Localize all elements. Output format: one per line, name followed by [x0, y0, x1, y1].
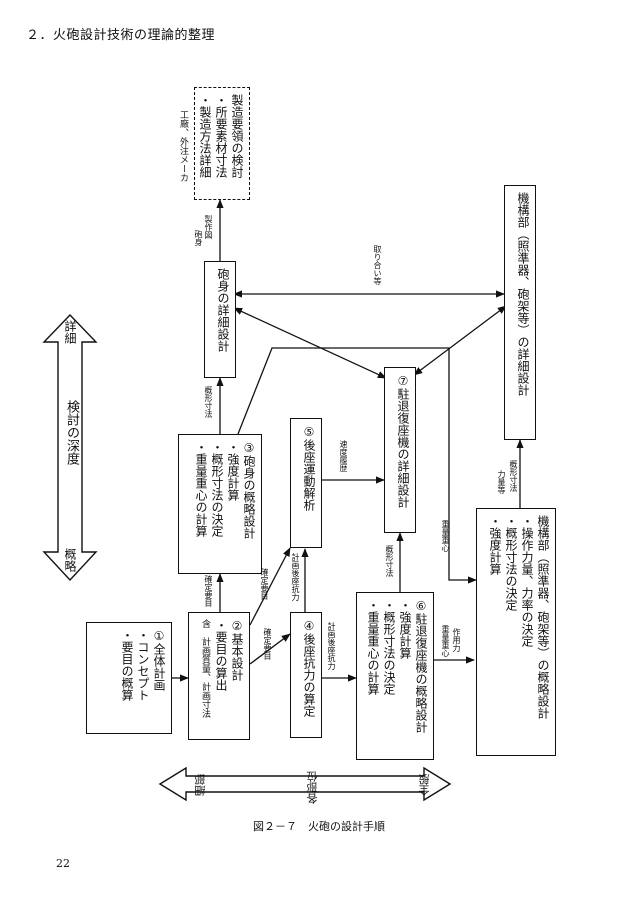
- box-overall-item1: ・コンセプト: [136, 629, 150, 701]
- box-manufacture-item1: ・所要素材寸法: [214, 94, 228, 178]
- label-juryo-2: 重量重心: [441, 625, 450, 657]
- box-barrel-outline-item2: ・概形寸法の決定: [210, 441, 224, 537]
- box-recoil-outline: ⑥駐退復座機の概略設計 ・強度計算 ・概形寸法の決定 ・重量重心の計算: [356, 592, 434, 760]
- label-kakutei-1: 確定要目: [204, 575, 213, 607]
- box-barrel-detail-title: 砲身の詳細設計: [216, 268, 230, 352]
- box-recoil-motion-title: ⑤後座運動解析: [302, 425, 316, 511]
- label-gaikei-1: 概形寸法: [204, 386, 213, 418]
- box-mech-outline-item3: ・強度計算: [488, 515, 502, 575]
- label-keikaku-kouza-1: 計画後座抗力: [291, 553, 300, 601]
- box-manufacture-title: 製造要領の検討: [230, 94, 244, 178]
- label-rikiryo: 力量等: [497, 470, 506, 494]
- box-recoil-outline-item2: ・概形寸法の決定: [382, 599, 396, 695]
- box-recoil-detail-title: ⑦駐退復座機の詳細設計: [396, 374, 410, 508]
- box-recoil-detail: ⑦駐退復座機の詳細設計: [384, 367, 416, 533]
- box-barrel-outline-item3: ・重量重心の計算: [194, 441, 208, 537]
- arrow-recoil-mech-detail: [413, 305, 507, 376]
- scope-axis-labels: 細部 各部位 全般: [175, 770, 445, 804]
- box-recoil-force-title: ④後座抗力の算定: [302, 619, 316, 717]
- label-sayouryoku: 作用力: [452, 628, 461, 652]
- box-recoil-motion: ⑤後座運動解析: [290, 418, 322, 548]
- box-manufacture-item2: ・製造方法詳細: [198, 94, 212, 178]
- section-title: ２．火砲設計技術の理論的整理: [26, 28, 216, 43]
- depth-outline-label: 概略: [63, 548, 77, 572]
- box-mech-detail-title: 機構部（照準器、砲架等）の詳細設計: [516, 192, 530, 396]
- box-recoil-outline-title: ⑥駐退復座機の概略設計: [414, 599, 428, 733]
- label-gaikei-2: 概形寸法: [385, 545, 394, 577]
- box-barrel-outline: ③砲身の概略設計 ・強度計算 ・概形寸法の決定 ・重量重心の計算: [178, 434, 262, 574]
- depth-axis-label: 検討の深度: [64, 400, 79, 465]
- box-barrel-outline-item1: ・強度計算: [226, 441, 240, 501]
- label-keikaku-kouza-2: 計画後座抗力: [327, 622, 336, 670]
- depth-detail-label: 詳細: [63, 320, 77, 344]
- box-overall-title: ①全体計画: [152, 629, 166, 691]
- label-kakutei-3: 確定要目: [263, 628, 272, 660]
- scope-axis-arrow: [158, 766, 452, 802]
- box-basic-title: ②基本設計: [230, 619, 244, 681]
- arrow-2-to-5: [249, 547, 291, 626]
- label-sokudo: 速度履歴: [339, 440, 348, 472]
- box-overall-item2: ・要目の概算: [120, 629, 134, 701]
- label-manufacture-note: 工廠、外注メーカ: [178, 110, 188, 182]
- scope-label-parts: 各部位: [306, 771, 319, 804]
- box-mech-outline-item2: ・概形寸法の決定: [504, 515, 518, 611]
- figure-caption: 図２－７ 火砲の設計手順: [253, 820, 385, 833]
- box-recoil-force: ④後座抗力の算定: [290, 612, 322, 738]
- arrow-2-to-4: [249, 633, 291, 665]
- box-barrel-outline-title: ③砲身の概略設計: [242, 441, 256, 539]
- label-gaikei-3: 概形寸法: [509, 460, 518, 492]
- label-toriai: 取り合い等: [373, 245, 382, 285]
- page-number: 22: [56, 857, 70, 870]
- box-basic-design: ②基本設計 ・要目の算出 含 計画質量、計画寸法: [188, 612, 250, 740]
- box-barrel-detail: 砲身の詳細設計: [204, 261, 236, 378]
- arrow-barrel-recoil-detail: [233, 307, 387, 379]
- label-seisaku-zu: 製作図: [204, 215, 213, 239]
- box-mech-detail: 機構部（照準器、砲架等）の詳細設計: [504, 185, 536, 440]
- box-basic-note: 含 計画質量、計画寸法: [200, 619, 210, 718]
- scope-label-detail: 細部: [194, 774, 207, 796]
- box-manufacture: 製造要領の検討 ・所要素材寸法 ・製造方法詳細: [194, 87, 250, 200]
- box-mech-outline: 機構部（照準器、砲架等）の概略設計 ・操作力量、力率の決定 ・概形寸法の決定 ・…: [476, 508, 556, 756]
- box-recoil-outline-item1: ・強度計算: [398, 599, 412, 659]
- label-kakutei-2: 確定要目: [260, 568, 269, 600]
- label-houshin-zu: 砲身: [194, 230, 203, 246]
- box-mech-outline-title: 機構部（照準器、砲架等）の概略設計: [536, 515, 550, 719]
- box-recoil-outline-item3: ・重量重心の計算: [366, 599, 380, 695]
- box-overall-plan: ①全体計画 ・コンセプト ・要目の概算: [86, 622, 172, 734]
- scope-label-general: 全般: [418, 774, 431, 796]
- box-basic-item1: ・要目の算出: [214, 619, 228, 691]
- label-juryo-1: 重量重心: [441, 520, 450, 552]
- box-mech-outline-item1: ・操作力量、力率の決定: [520, 515, 534, 647]
- depth-axis-arrow: [42, 313, 98, 582]
